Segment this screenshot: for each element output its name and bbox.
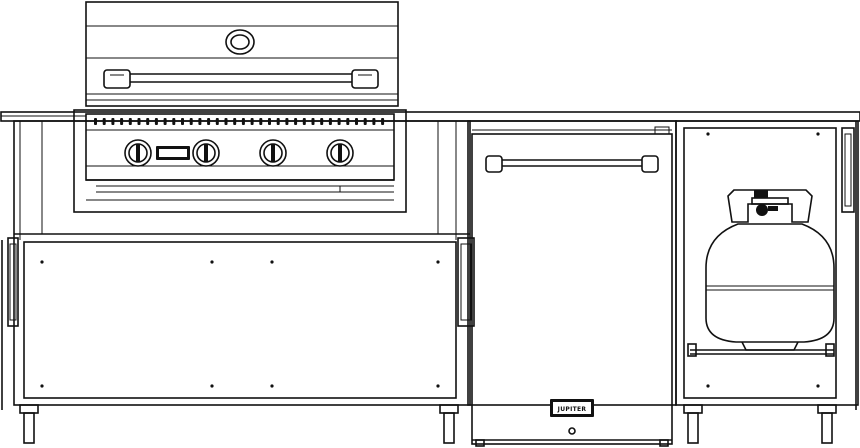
control-knob-4 — [326, 139, 354, 167]
vent-slot — [172, 118, 176, 125]
hood-handle — [103, 69, 379, 89]
control-knob-2 — [192, 139, 220, 167]
vent-slot — [146, 118, 150, 125]
grill-body — [73, 109, 407, 213]
vent-slot — [372, 118, 376, 125]
vent-slot — [311, 118, 315, 125]
vent-slot — [181, 118, 184, 125]
vent-slot — [120, 118, 124, 125]
thermometer-gauge — [225, 29, 255, 55]
vent-slot — [285, 118, 289, 125]
storage-panel — [23, 241, 457, 399]
refrigerator-logo-text: JUPITER — [557, 406, 587, 413]
control-knob-3 — [259, 139, 287, 167]
refrigerator: JUPITER — [467, 120, 677, 447]
vent-slot — [102, 118, 106, 125]
vent-slot — [250, 118, 254, 125]
vent-slot — [224, 118, 228, 125]
vent-slot — [111, 118, 115, 125]
vent-slot — [346, 118, 350, 125]
grill-hood — [85, 1, 399, 107]
grill-cabinet — [13, 120, 471, 406]
vent-slot — [276, 118, 280, 125]
vent-slot — [337, 118, 341, 125]
right-side-handle — [841, 121, 857, 410]
vent-slot — [241, 118, 245, 125]
propane-tank — [687, 189, 835, 357]
cabinet-legs — [19, 404, 837, 444]
vent-slot — [381, 118, 385, 125]
control-knob-1 — [124, 139, 152, 167]
vent-slot — [363, 118, 367, 125]
left-side-handle — [1, 237, 19, 410]
vent-slot — [128, 118, 132, 125]
refrigerator-logo-badge: JUPITER — [550, 399, 594, 417]
vent-slot — [302, 118, 306, 125]
vent-slot — [207, 118, 211, 125]
vent-slot — [198, 118, 202, 125]
drip-tray — [86, 179, 394, 201]
vent-slot — [163, 118, 167, 125]
grill-logo-badge — [156, 146, 190, 160]
vent-slot — [94, 118, 97, 125]
vent-slot — [355, 118, 358, 125]
refrigerator-handle — [485, 155, 659, 173]
vent-slot — [233, 118, 237, 125]
vent-slot — [294, 118, 298, 125]
vent-slot — [268, 118, 271, 125]
vent-slot — [320, 118, 324, 125]
propane-cabinet — [675, 120, 859, 410]
center-side-handle — [457, 237, 475, 327]
vent-slot — [189, 118, 193, 125]
vent-slot — [137, 118, 141, 125]
vent-slot — [328, 118, 332, 125]
vent-slot — [259, 118, 263, 125]
vent-slot — [154, 118, 158, 125]
vent-slots — [94, 118, 385, 125]
vent-slot — [215, 118, 219, 125]
